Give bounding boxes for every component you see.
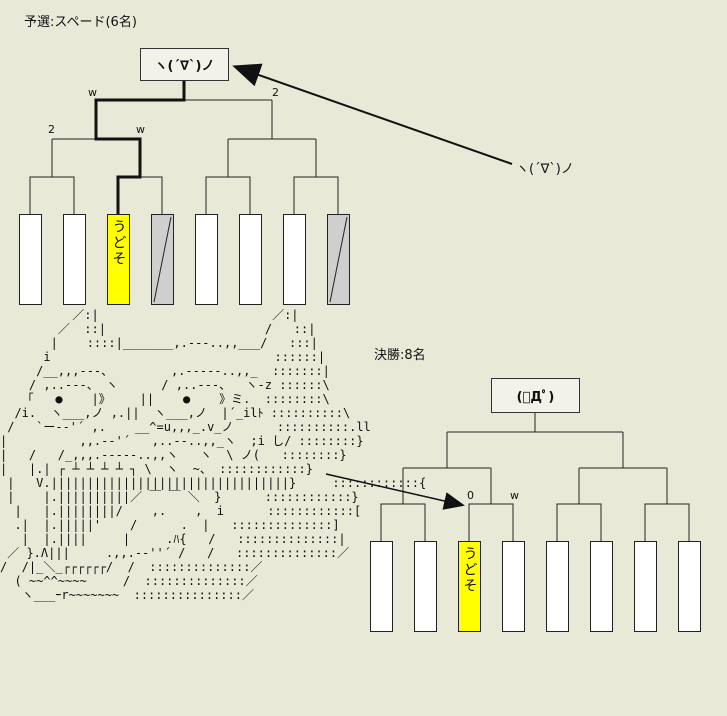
final-winner-box: (ﾟДﾟ)	[491, 378, 580, 413]
final-title: 決勝:8名	[374, 348, 426, 363]
slot-name: うどそ	[461, 546, 478, 594]
prelim-slot-7	[283, 214, 306, 305]
final-slot-4	[502, 541, 525, 632]
prelim-slot-8	[327, 214, 350, 305]
prelim-title: 予選:スペード(6名)	[24, 15, 137, 30]
final-slot-8	[678, 541, 701, 632]
slot-name: うどそ	[110, 219, 127, 267]
final-score-2: w	[510, 489, 519, 502]
prelim-slot-3: うどそ	[107, 214, 130, 305]
final-slot-5	[546, 541, 569, 632]
final-score-1: 0	[467, 489, 474, 502]
slash-mark	[329, 216, 348, 303]
arrow-label: ヽ(´∇`)ノ	[516, 162, 574, 177]
final-slot-2	[414, 541, 437, 632]
prelim-slot-2	[63, 214, 86, 305]
prelim-score-3: 2	[48, 123, 55, 136]
advance-arrow	[325, 473, 465, 510]
prelim-slot-1	[19, 214, 42, 305]
prelim-level1-lines	[29, 139, 339, 214]
final-slot-6	[590, 541, 613, 632]
slash-mark	[153, 216, 172, 303]
final-slot-3: うどそ	[458, 541, 481, 632]
prelim-slot-4	[151, 214, 174, 305]
prelim-score-2: 2	[272, 86, 279, 99]
winner-arrow	[232, 63, 513, 165]
prelim-score-4: w	[136, 123, 145, 136]
prelim-winner-box: ヽ(´∇`)ノ	[140, 48, 229, 81]
final-slot-1	[370, 541, 393, 632]
ascii-art: ／:| ／:| ／ ::| / ::| | ::::|_______,.-‐-.…	[0, 308, 427, 602]
final-slot-7	[634, 541, 657, 632]
prelim-score-1: w	[88, 86, 97, 99]
prelim-slot-5	[195, 214, 218, 305]
final-lines	[380, 413, 690, 541]
prelim-winning-path	[94, 81, 186, 214]
prelim-slot-6	[239, 214, 262, 305]
